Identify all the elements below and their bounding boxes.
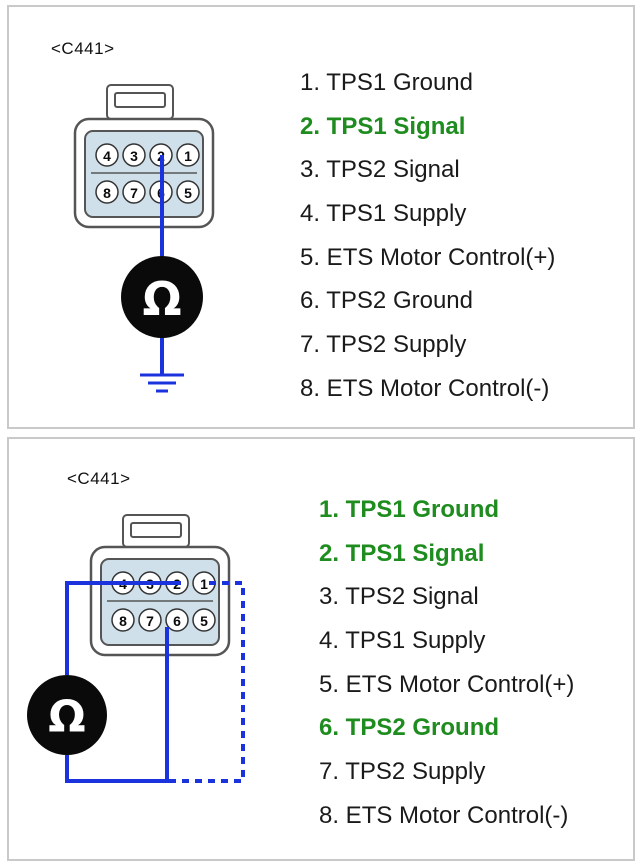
connector-pin-number: 5 (184, 185, 192, 201)
ground-symbol (140, 373, 184, 393)
connector-pin-number: 7 (146, 613, 154, 629)
pin-function-item: 1. TPS1 Ground (300, 69, 473, 96)
connector-pin-number: 8 (103, 185, 111, 201)
ohmmeter-icon: Ω (27, 675, 107, 755)
pin-function-item: 7. TPS2 Supply (319, 758, 486, 786)
pin-function-item: 4. TPS1 Supply (300, 200, 467, 228)
connector-pin-number: 4 (103, 148, 111, 164)
pin-function-item: 8. ETS Motor Control(-) (319, 801, 569, 829)
connector-pin (95, 143, 119, 167)
connector-pin (192, 608, 216, 632)
pin-function-item: 6. TPS2 Ground (319, 714, 500, 742)
connector-pin (138, 608, 162, 632)
pin-function-list: 1. TPS1 Ground 2. TPS1 Signal 3. TPS2 Sign… (300, 61, 555, 411)
connector-pin-number: 6 (173, 613, 181, 629)
connector-pin-number: 8 (119, 613, 127, 629)
pin-function-item: 7. TPS2 Supply (300, 331, 467, 359)
connector-label: <C441> (67, 469, 131, 488)
pin-function-item: 2. TPS1 Signal (300, 112, 466, 140)
svg-text:Ω: Ω (142, 272, 181, 326)
pin-function-item: 2. TPS1 Signal (319, 539, 485, 567)
probe-wire-pin1-dashed (169, 581, 245, 783)
pin-function-list: 1. TPS1 Ground 2. TPS1 Signal 3. TPS2 Sign… (319, 488, 574, 838)
connector-pin-number: 1 (200, 576, 208, 592)
connector-pin (122, 143, 146, 167)
connector-pin-number: 7 (130, 185, 138, 201)
connector-pin (176, 143, 200, 167)
probe-wire-pin2 (65, 581, 181, 675)
connector-label: <C441> (51, 39, 115, 58)
pin-function-item: 6. TPS2 Ground (300, 287, 473, 315)
connector-pin (176, 180, 200, 204)
pin-function-item: 3. TPS2 Signal (300, 156, 460, 184)
connector-pin (111, 608, 135, 632)
probe-wire-pin6 (65, 627, 169, 783)
connector-pin (165, 608, 189, 632)
pin-function-item: 8. ETS Motor Control(-) (300, 374, 550, 402)
pin-function-item: 3. TPS2 Signal (319, 583, 479, 611)
connector-pin (122, 180, 146, 204)
ohmmeter-icon: Ω (121, 256, 203, 338)
connector-pin-number: 3 (130, 148, 138, 164)
pin-function-item: 1. TPS1 Ground (319, 496, 500, 523)
connector-pin (95, 180, 119, 204)
pin-function-item: 4. TPS1 Supply (319, 627, 486, 655)
connector-pin-number: 1 (184, 148, 192, 164)
connector-pin-number: 5 (200, 613, 208, 629)
pin-function-item: 5. ETS Motor Control(+) (319, 670, 575, 698)
svg-text:Ω: Ω (48, 692, 85, 743)
pin-function-item: 5. ETS Motor Control(+) (300, 243, 556, 271)
